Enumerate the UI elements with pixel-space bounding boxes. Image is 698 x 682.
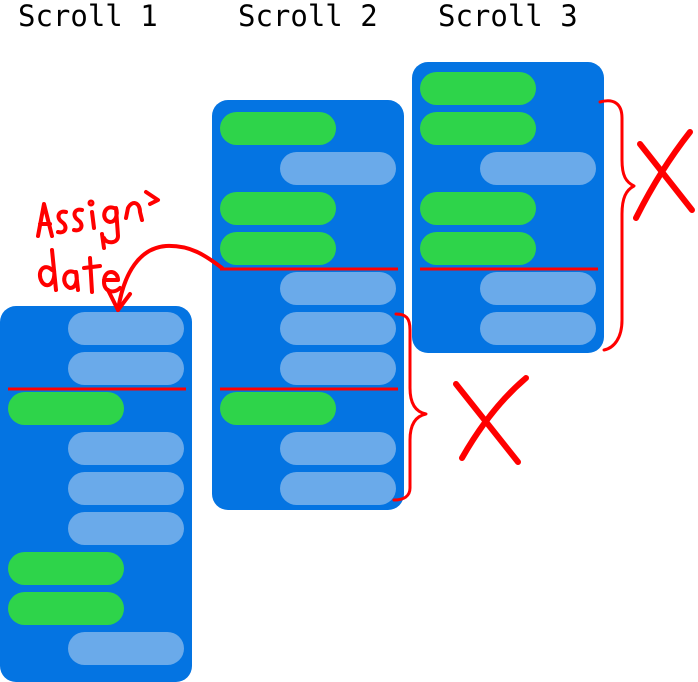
green-message [8,592,124,625]
scroll-2-reject-x [453,375,529,465]
light-message [68,632,184,665]
light-message [280,272,396,305]
light-message [68,472,184,505]
green-message [220,112,336,145]
light-message [68,432,184,465]
light-message [280,312,396,345]
scroll-3-brace [598,99,636,352]
green-message [420,72,536,105]
green-message [220,392,336,425]
assign-arrow [116,243,224,312]
scroll-3-header: Scroll 3 [438,0,578,33]
scroll-3-reject-x [633,129,695,221]
light-message [480,312,596,345]
scroll-1-header: Scroll 1 [18,0,158,33]
green-message [8,392,124,425]
scroll-1-panel [0,306,192,682]
light-message [280,152,396,185]
light-message [480,272,596,305]
assign-date-handwriting [36,190,160,294]
green-message [220,232,336,265]
green-message [8,552,124,585]
green-message [420,232,536,265]
scroll-2-brace [392,312,428,502]
scroll-2-panel [212,100,404,510]
assign-arrowhead [106,288,132,312]
light-message [480,152,596,185]
light-message [68,512,184,545]
green-message [420,192,536,225]
light-message [280,352,396,385]
light-message [280,432,396,465]
light-message [68,352,184,385]
scroll-3-panel [412,62,604,353]
scroll-2-header: Scroll 2 [238,0,378,33]
light-message [68,312,184,345]
light-message [280,472,396,505]
green-message [420,112,536,145]
annotation-layer [36,99,695,502]
green-message [220,192,336,225]
